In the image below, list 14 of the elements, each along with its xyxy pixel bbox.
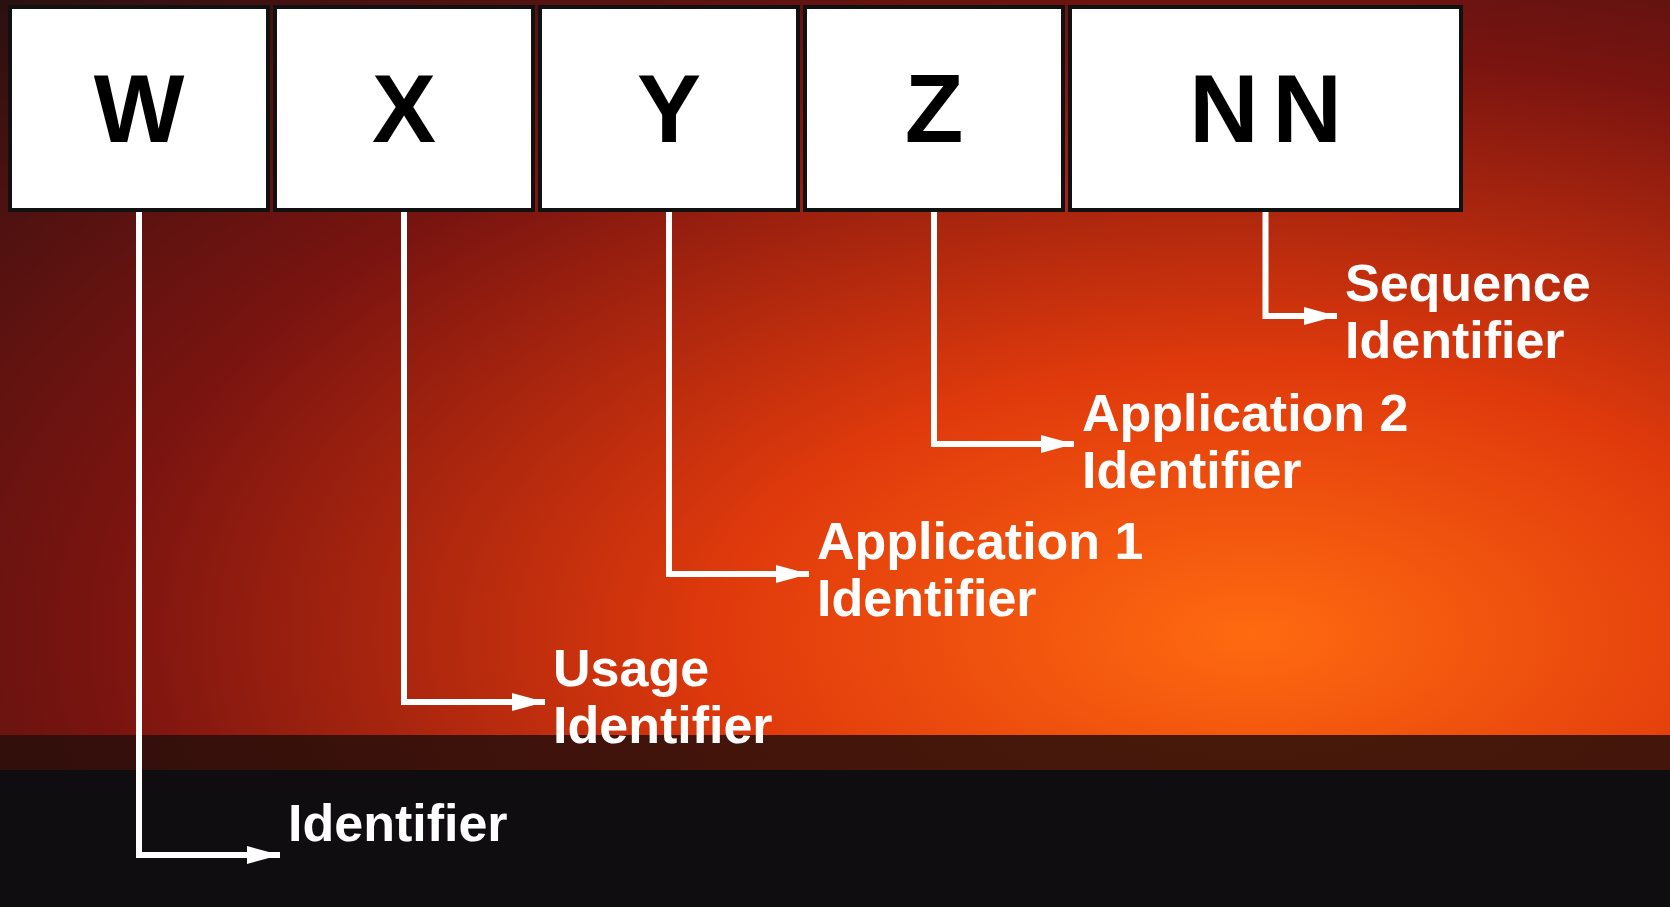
arrow bbox=[666, 212, 809, 583]
arrow bbox=[931, 212, 1074, 453]
field-label: Application 1 Identifier bbox=[817, 513, 1207, 628]
field-label: Sequence Identifier bbox=[1345, 255, 1645, 370]
arrow bbox=[401, 212, 545, 711]
letter-box: Z bbox=[803, 5, 1065, 212]
letter-box: X bbox=[273, 5, 535, 212]
field-label: Identifier bbox=[288, 795, 588, 853]
arrow bbox=[136, 212, 280, 864]
field-label: Application 2 Identifier bbox=[1082, 385, 1472, 500]
letter-box: Y bbox=[538, 5, 800, 212]
arrow bbox=[1262, 212, 1337, 325]
letter-box: NN bbox=[1068, 5, 1463, 212]
letter-box: W bbox=[8, 5, 270, 212]
